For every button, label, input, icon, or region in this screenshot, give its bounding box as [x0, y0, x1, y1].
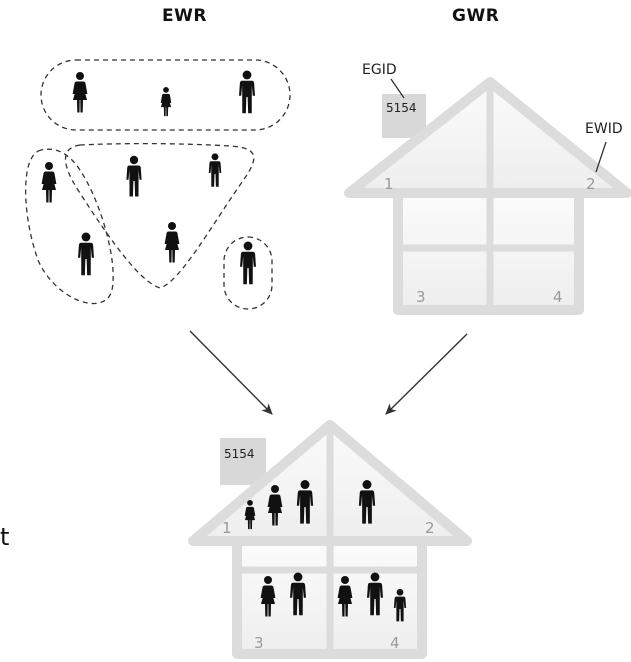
building-number: 5154 — [224, 447, 255, 461]
woman-icon — [41, 162, 57, 203]
ewr-title: EWR — [162, 6, 207, 26]
arrow-gwr-to-merged — [385, 333, 468, 415]
unit-label-1: 1 — [384, 175, 394, 193]
chimney — [382, 94, 426, 138]
building-number: 5154 — [386, 101, 417, 115]
household-group-2 — [24, 148, 114, 305]
unit-label-4: 4 — [390, 634, 400, 652]
man-icon — [240, 241, 256, 285]
household-group-4 — [223, 236, 273, 310]
man-icon — [208, 153, 222, 187]
unit-label-2: 2 — [586, 175, 596, 193]
unit-label-1: 1 — [222, 519, 232, 537]
man-icon — [126, 155, 142, 197]
gwr-building: 5154 1 2 3 4 EGID EWID — [344, 62, 631, 315]
woman-icon — [72, 72, 88, 113]
child-icon — [160, 87, 172, 117]
ewid-pointer — [595, 141, 607, 173]
man-icon — [78, 232, 94, 276]
ewid-label: EWID — [585, 121, 623, 137]
stray-text: t — [0, 523, 9, 551]
unit-label-3: 3 — [254, 634, 264, 652]
egid-label: EGID — [362, 62, 397, 78]
household-group-1 — [40, 59, 291, 131]
chimney — [220, 438, 266, 485]
arrow-ewr-to-merged — [189, 330, 273, 415]
household-group-3 — [65, 142, 255, 289]
unit-label-3: 3 — [416, 288, 426, 306]
merged-building: 5154 1 2 3 4 — [188, 420, 472, 659]
unit-label-2: 2 — [425, 519, 435, 537]
woman-icon — [164, 222, 180, 263]
gwr-title: GWR — [452, 6, 500, 26]
egid-pointer — [390, 78, 405, 99]
man-icon — [239, 70, 255, 114]
unit-label-4: 4 — [553, 288, 563, 306]
